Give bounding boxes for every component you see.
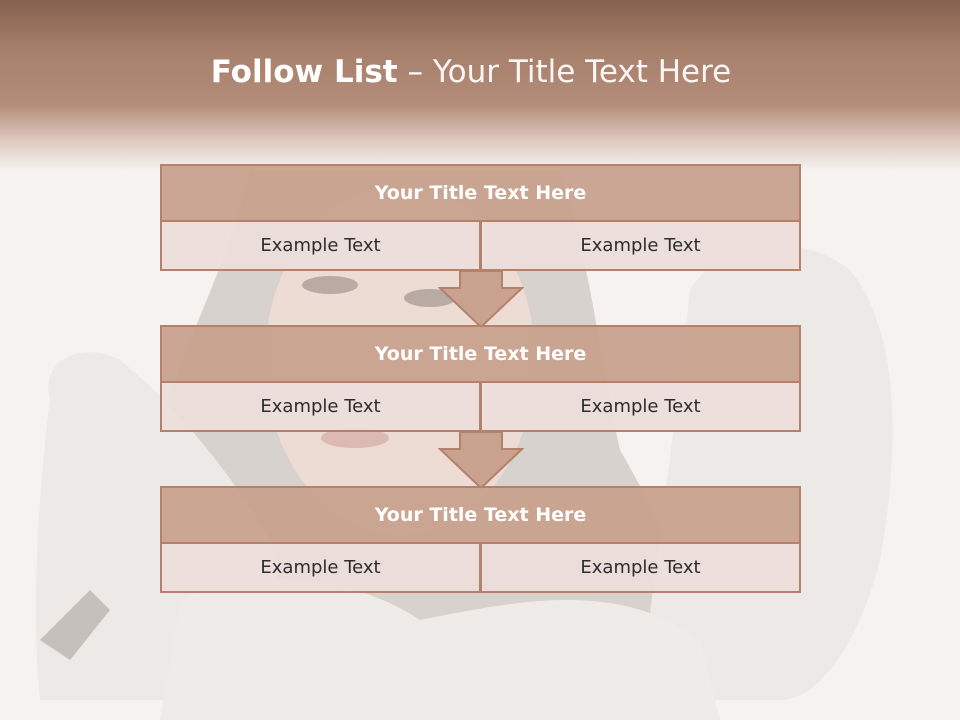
slide-title: Follow List – Your Title Text Here: [0, 54, 942, 90]
slide-title-rest: Your Title Text Here: [432, 54, 732, 90]
block-title: Your Title Text Here: [160, 486, 801, 544]
block-cell-right: Example Text: [480, 381, 801, 432]
block-cell-left: Example Text: [160, 220, 481, 271]
down-arrow-icon: [438, 431, 524, 489]
block-cell-right: Example Text: [480, 220, 801, 271]
block-title: Your Title Text Here: [160, 164, 801, 222]
down-arrow-icon: [438, 270, 524, 328]
slide-title-separator: –: [397, 54, 433, 90]
header-band: [0, 0, 960, 170]
block-cell-right: Example Text: [480, 542, 801, 593]
slide-title-bold: Follow List: [210, 54, 398, 90]
block-cell-left: Example Text: [160, 542, 481, 593]
block-cell-left: Example Text: [160, 381, 481, 432]
block-title: Your Title Text Here: [160, 325, 801, 383]
